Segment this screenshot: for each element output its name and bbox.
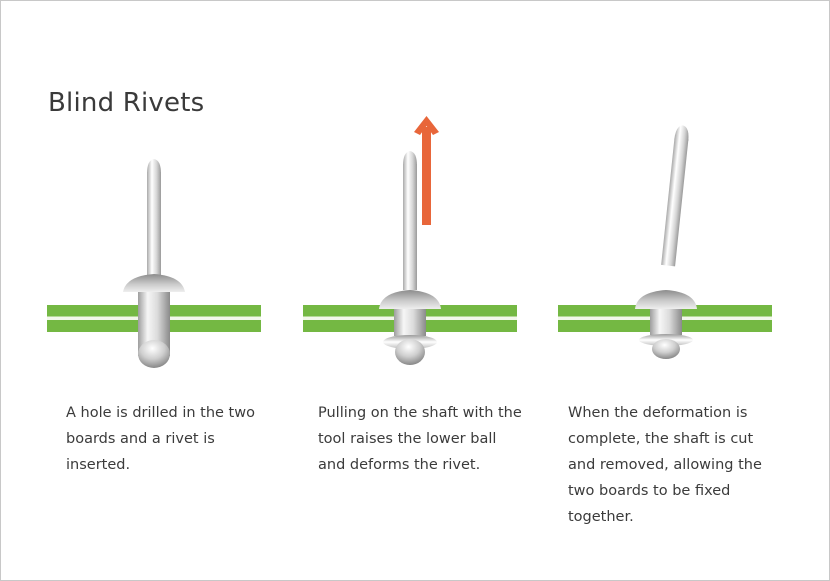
arrow-up-icon: [414, 116, 439, 135]
rivet-head: [635, 290, 697, 309]
step-2-rivet: [379, 151, 441, 365]
rivet-shaft-tip: [403, 151, 417, 166]
rivet-head: [123, 274, 185, 292]
rivet-shaft: [403, 164, 417, 290]
step-3-caption: When the deformation is complete, the sh…: [568, 405, 762, 525]
rivet-shaft: [661, 137, 689, 267]
step-2-caption: Pulling on the shaft with the tool raise…: [318, 405, 522, 473]
rivet-shaft-tip: [674, 125, 689, 142]
rivet-shaft-tip: [147, 159, 161, 174]
rivet-ball: [652, 339, 680, 359]
removed-shaft: [661, 125, 689, 267]
pull-arrow: [414, 116, 439, 225]
step-2-illustration: [303, 116, 517, 365]
rivet-head: [379, 290, 441, 309]
step-3-illustration: [558, 125, 772, 359]
rivet-shaft: [147, 172, 161, 280]
step-1-caption: A hole is drilled in the two boards and …: [66, 405, 255, 473]
rivet-ball: [395, 339, 425, 365]
arrow-shaft: [422, 127, 431, 225]
diagram-title: Blind Rivets: [48, 88, 205, 118]
step-3-rivet: [635, 290, 697, 359]
step-1-illustration: [47, 159, 261, 368]
rivet-ball: [138, 340, 170, 368]
step-1-rivet: [123, 159, 185, 368]
